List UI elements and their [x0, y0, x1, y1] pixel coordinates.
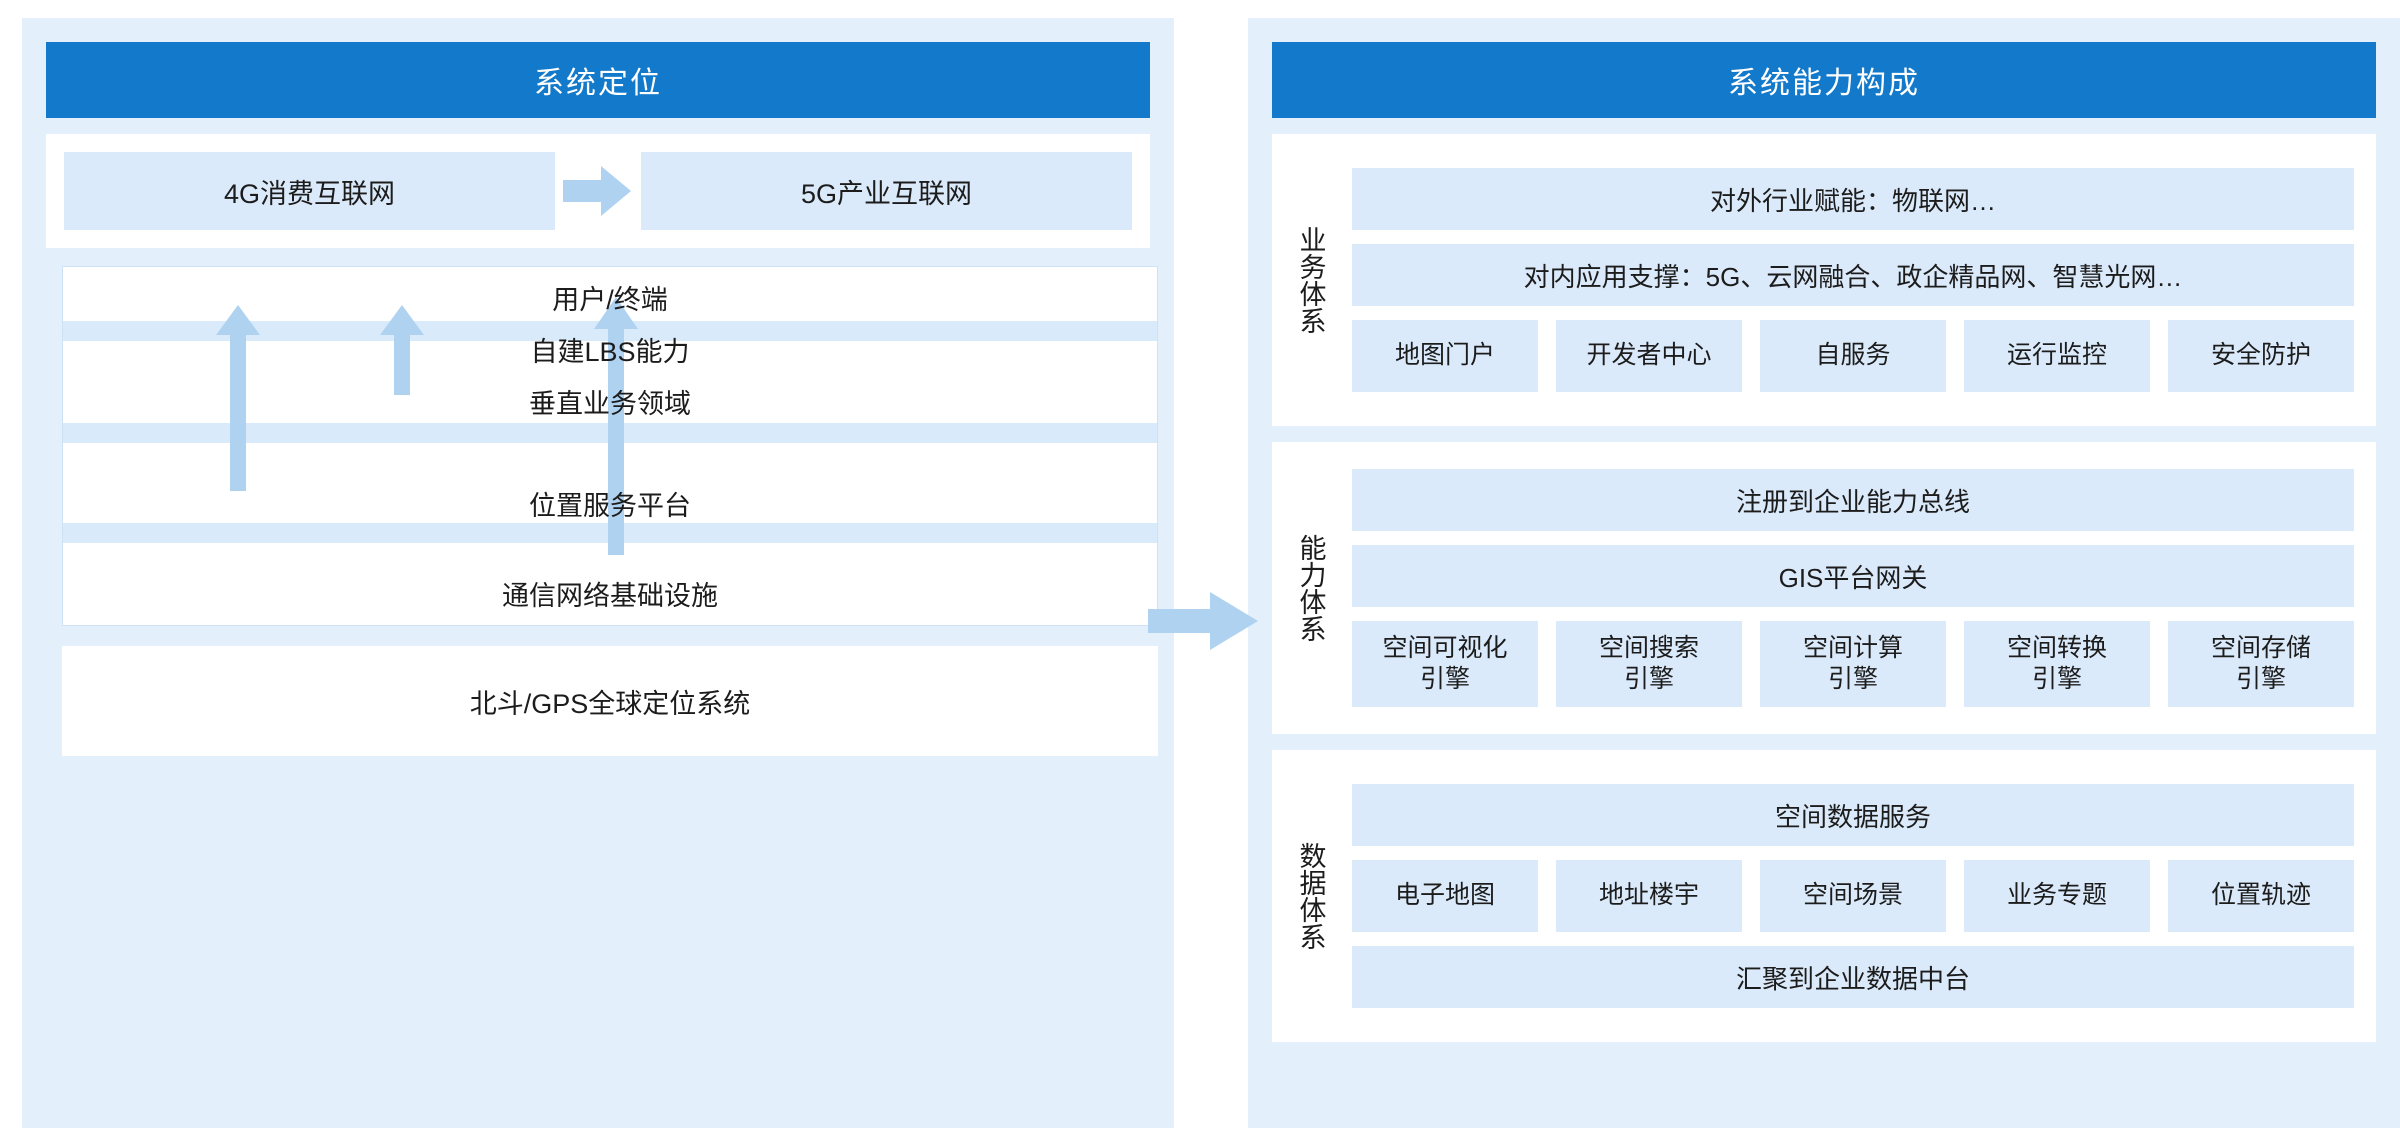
tile-developer-center[interactable]: 开发者中心: [1556, 320, 1742, 392]
tile-security-protect[interactable]: 安全防护: [2168, 320, 2354, 392]
tile-row: 电子地图 地址楼宇 空间场景 业务专题 位置轨迹: [1352, 860, 2354, 932]
evolution-to-box: 5G产业互联网: [641, 152, 1132, 230]
tile-spatial-conversion-engine[interactable]: 空间转换引擎: [1964, 621, 2150, 707]
tile-row: 空间可视化引擎 空间搜索引擎 空间计算引擎 空间转换引擎 空间存储引擎: [1352, 621, 2354, 707]
stack-layer-label: 垂直业务领域: [529, 388, 691, 419]
tile-spatial-scene[interactable]: 空间场景: [1760, 860, 1946, 932]
section-body: 对外行业赋能：物联网… 对内应用支撑：5G、云网融合、政企精品网、智慧光网… 地…: [1348, 134, 2376, 426]
foundation-label: 北斗/GPS全球定位系统: [469, 688, 751, 719]
capability-bar[interactable]: 注册到企业能力总线: [1352, 469, 2354, 531]
tile-business-topic[interactable]: 业务专题: [1964, 860, 2150, 932]
tile-spatial-computing-engine[interactable]: 空间计算引擎: [1760, 621, 1946, 707]
tile-map-portal[interactable]: 地图门户: [1352, 320, 1538, 392]
tile-electronic-map[interactable]: 电子地图: [1352, 860, 1538, 932]
tile-spatial-storage-engine[interactable]: 空间存储引擎: [2168, 621, 2354, 707]
stack-layer-label: 位置服务平台: [529, 490, 691, 521]
right-panel-title: 系统能力构成: [1272, 42, 2376, 118]
stack-layer-self-built-lbs: 自建LBS能力: [63, 319, 1157, 379]
section-body: 注册到企业能力总线 GIS平台网关 空间可视化引擎 空间搜索引擎 空间计算引擎 …: [1348, 442, 2376, 734]
foundation-gps-box: 北斗/GPS全球定位系统: [62, 646, 1158, 756]
section-side-label: 能力体系: [1295, 534, 1326, 642]
section-side-label: 业务体系: [1295, 226, 1326, 334]
stack-layer-label: 自建LBS能力: [530, 336, 690, 367]
capability-bar[interactable]: 空间数据服务: [1352, 784, 2354, 846]
section-capability-system: 能力体系 注册到企业能力总线 GIS平台网关 空间可视化引擎 空间搜索引擎 空间…: [1272, 442, 2376, 734]
tile-row: 地图门户 开发者中心 自服务 运行监控 安全防护: [1352, 320, 2354, 392]
tile-spatial-search-engine[interactable]: 空间搜索引擎: [1556, 621, 1742, 707]
stack-layer-network-infrastructure: 通信网络基础设施: [63, 563, 1157, 623]
capability-bar[interactable]: 对外行业赋能：物联网…: [1352, 168, 2354, 230]
right-arrow-icon: [555, 152, 641, 230]
section-side-label: 数据体系: [1295, 842, 1326, 950]
section-body: 空间数据服务 电子地图 地址楼宇 空间场景 业务专题 位置轨迹 汇聚到企业数据中…: [1348, 750, 2376, 1042]
tile-address-building[interactable]: 地址楼宇: [1556, 860, 1742, 932]
stack-layer-location-service-platform: 位置服务平台: [63, 473, 1157, 533]
stack-layer-vertical-business: 垂直业务领域: [63, 371, 1157, 431]
left-panel-title: 系统定位: [46, 42, 1150, 118]
section-data-system: 数据体系 空间数据服务 电子地图 地址楼宇 空间场景 业务专题 位置轨迹 汇聚到…: [1272, 750, 2376, 1042]
section-business-system: 业务体系 对外行业赋能：物联网… 对内应用支撑：5G、云网融合、政企精品网、智慧…: [1272, 134, 2376, 426]
tile-operation-monitor[interactable]: 运行监控: [1964, 320, 2150, 392]
architecture-stack: 用户/终端 自建LBS能力 垂直业务领域 位置服务平台 通信网络基础设施: [62, 266, 1158, 626]
data-aggregation-bar[interactable]: 汇聚到企业数据中台: [1352, 946, 2354, 1008]
stack-layer-user-terminal: 用户/终端: [63, 267, 1157, 327]
stack-layer-label: 用户/终端: [552, 284, 668, 315]
tile-location-track[interactable]: 位置轨迹: [2168, 860, 2354, 932]
up-arrow-icon: [593, 297, 639, 557]
panel-system-positioning: 系统定位 4G消费互联网 5G产业互联网: [22, 18, 1174, 1128]
panel-system-capabilities: 系统能力构成 业务体系 对外行业赋能：物联网… 对内应用支撑：5G、云网融合、政…: [1248, 18, 2400, 1128]
tile-spatial-visualization-engine[interactable]: 空间可视化引擎: [1352, 621, 1538, 707]
stack-layer-label: 通信网络基础设施: [502, 580, 718, 611]
capability-bar[interactable]: 对内应用支撑：5G、云网融合、政企精品网、智慧光网…: [1352, 244, 2354, 306]
tile-self-service[interactable]: 自服务: [1760, 320, 1946, 392]
right-arrow-icon: [1148, 590, 1260, 652]
capability-bar[interactable]: GIS平台网关: [1352, 545, 2354, 607]
up-arrow-icon: [379, 305, 425, 397]
evolution-strip: 4G消费互联网 5G产业互联网: [46, 134, 1150, 248]
evolution-from-box: 4G消费互联网: [64, 152, 555, 230]
up-arrow-icon: [215, 305, 261, 493]
